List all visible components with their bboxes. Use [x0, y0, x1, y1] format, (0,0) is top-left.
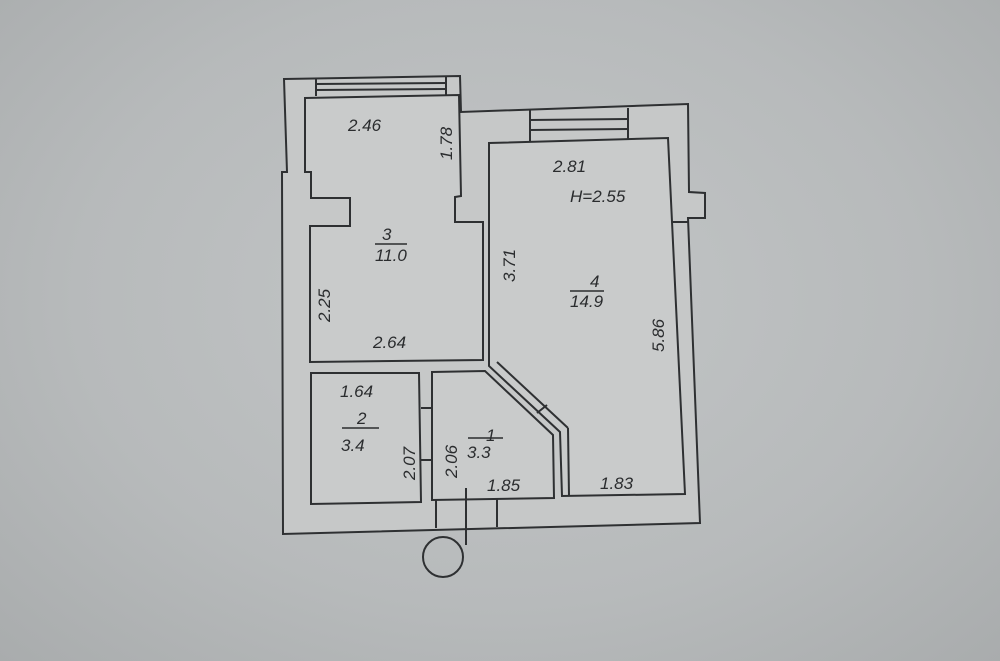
room-4-number: 4 — [590, 272, 599, 291]
room-1-number: 1 — [486, 426, 495, 445]
room-1-area: 3.3 — [467, 443, 491, 462]
room-2 — [310, 372, 423, 506]
dim-room2-right: 2.07 — [400, 446, 419, 481]
dim-room3-top: 2.46 — [347, 116, 382, 135]
dim-room4-top: 2.81 — [552, 157, 586, 176]
dim-room2-top: 1.64 — [340, 382, 373, 401]
dim-room1-left: 2.06 — [442, 444, 461, 479]
dim-room1-bottom: 1.85 — [487, 476, 521, 495]
diagonal-wall — [496, 361, 569, 429]
dim-room4-right: 5.86 — [649, 318, 668, 352]
ceiling-height-label: H=2.55 — [570, 187, 626, 206]
window-left — [315, 77, 447, 96]
dim-room4-bottom: 1.83 — [600, 474, 634, 493]
dim-room3-left: 2.25 — [315, 288, 334, 323]
window-right — [529, 108, 629, 141]
room-3-number: 3 — [382, 225, 392, 244]
room-2-number: 2 — [356, 409, 367, 428]
room-4 — [488, 136, 687, 498]
compass-circle — [422, 536, 464, 578]
room-4-area: 14.9 — [570, 292, 604, 311]
room-3-area: 11.0 — [375, 246, 407, 265]
room-1 — [431, 369, 556, 502]
dim-room4-left: 3.71 — [500, 249, 519, 282]
room-3 — [304, 93, 484, 364]
room-2-area: 3.4 — [341, 436, 365, 455]
dim-room3-bottom: 2.64 — [372, 333, 406, 352]
dim-room3-right: 1.78 — [437, 126, 456, 160]
